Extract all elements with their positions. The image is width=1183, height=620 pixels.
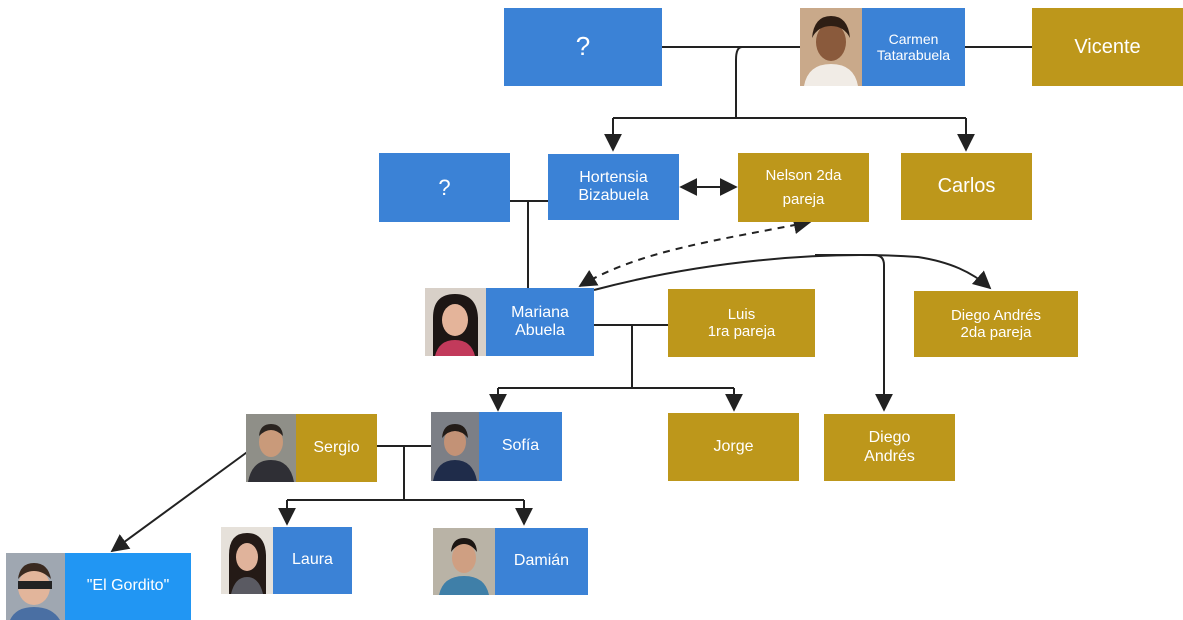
node-vicente[interactable]: Vicente (1032, 8, 1183, 86)
portrait-photo-icon (6, 553, 65, 620)
node-label: Diego Andrés (864, 429, 915, 465)
node-sofia[interactable]: Sofía (431, 412, 562, 481)
node-unknown-mid[interactable]: ? (379, 153, 510, 222)
node-label: Carlos (937, 175, 996, 197)
node-diego-andres[interactable]: Diego Andrés (824, 414, 955, 481)
node-diego-andres-pareja[interactable]: Diego Andrés 2da pareja (914, 291, 1078, 357)
node-jorge[interactable]: Jorge (668, 413, 799, 481)
portrait-photo-icon (246, 414, 296, 482)
portrait-photo-icon (425, 288, 486, 356)
portrait-photo-icon (433, 528, 495, 595)
portrait-photo-icon (221, 527, 273, 594)
node-label: ? (575, 31, 591, 62)
portrait-photo-icon (431, 412, 479, 481)
node-label: Vicente (1074, 35, 1141, 58)
node-label: Diego Andrés 2da pareja (950, 306, 1042, 341)
node-label: Nelson 2da pareja (765, 166, 842, 208)
node-label: Luis 1ra pareja (707, 305, 776, 340)
node-carlos[interactable]: Carlos (901, 153, 1032, 220)
node-damian[interactable]: Damián (433, 528, 588, 595)
node-label: Sofía (501, 437, 540, 455)
node-label: Jorge (713, 437, 754, 455)
node-label: Mariana Abuela (511, 303, 569, 339)
node-nelson[interactable]: Nelson 2da pareja (738, 153, 869, 222)
node-hortensia[interactable]: Hortensia Bizabuela (548, 154, 679, 220)
node-label: Damián (513, 552, 570, 570)
line-carmen-children (735, 46, 743, 118)
line-nelson-mariana-dashed (578, 216, 812, 287)
node-label: ? (438, 174, 451, 200)
portrait-photo-icon (800, 8, 862, 86)
node-el-gordito[interactable]: "El Gordito" (6, 553, 191, 620)
node-carmen[interactable]: Carmen Tatarabuela (800, 8, 965, 86)
node-label: Carmen Tatarabuela (876, 30, 951, 63)
node-label: Sergio (313, 438, 360, 456)
line-sergio-gordito (110, 449, 251, 553)
node-label: "El Gordito" (86, 577, 170, 595)
node-label: Laura (292, 551, 333, 569)
node-unknown-top[interactable]: ? (504, 8, 662, 86)
node-luis[interactable]: Luis 1ra pareja (668, 289, 815, 357)
node-laura[interactable]: Laura (221, 527, 352, 594)
node-label: Hortensia Bizabuela (578, 168, 649, 204)
node-sergio[interactable]: Sergio (246, 414, 377, 482)
node-mariana[interactable]: Mariana Abuela (425, 288, 594, 356)
line-mariana-diego-pareja (593, 254, 992, 291)
